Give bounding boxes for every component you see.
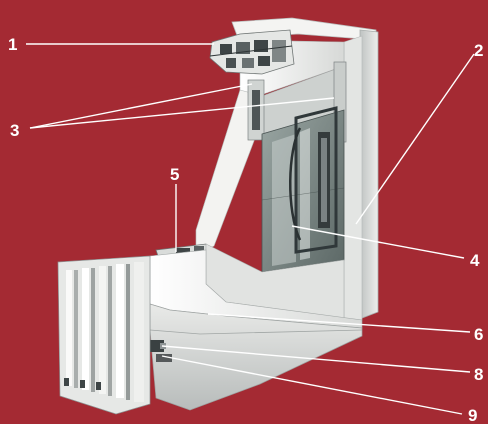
sash-with-gasket	[289, 106, 338, 254]
lower-frame	[149, 243, 363, 411]
leader-8	[161, 345, 471, 373]
frame-right-outer	[359, 29, 379, 319]
callout-8: 8	[474, 365, 483, 384]
callout-4: 4	[470, 251, 480, 270]
callout-6: 6	[474, 325, 483, 344]
leader-3b	[29, 97, 335, 129]
leader-9	[161, 355, 463, 415]
callout-2: 2	[474, 41, 483, 60]
callout-1: 1	[8, 35, 17, 54]
leader-3a	[29, 83, 253, 129]
top-profile-section	[209, 29, 295, 75]
leader-4	[291, 225, 465, 259]
left-profile-fins	[57, 255, 151, 415]
callout-3: 3	[10, 121, 19, 140]
callout-numbers: 1 2 3 4 5 6 8 9	[8, 35, 483, 424]
leader-6	[207, 313, 471, 333]
bottom-sill	[149, 303, 363, 411]
callout-9: 9	[468, 406, 477, 424]
callout-5: 5	[170, 165, 179, 184]
leader-2	[355, 53, 475, 225]
leader-lines	[26, 43, 475, 415]
frame-right-jamb	[343, 35, 363, 321]
